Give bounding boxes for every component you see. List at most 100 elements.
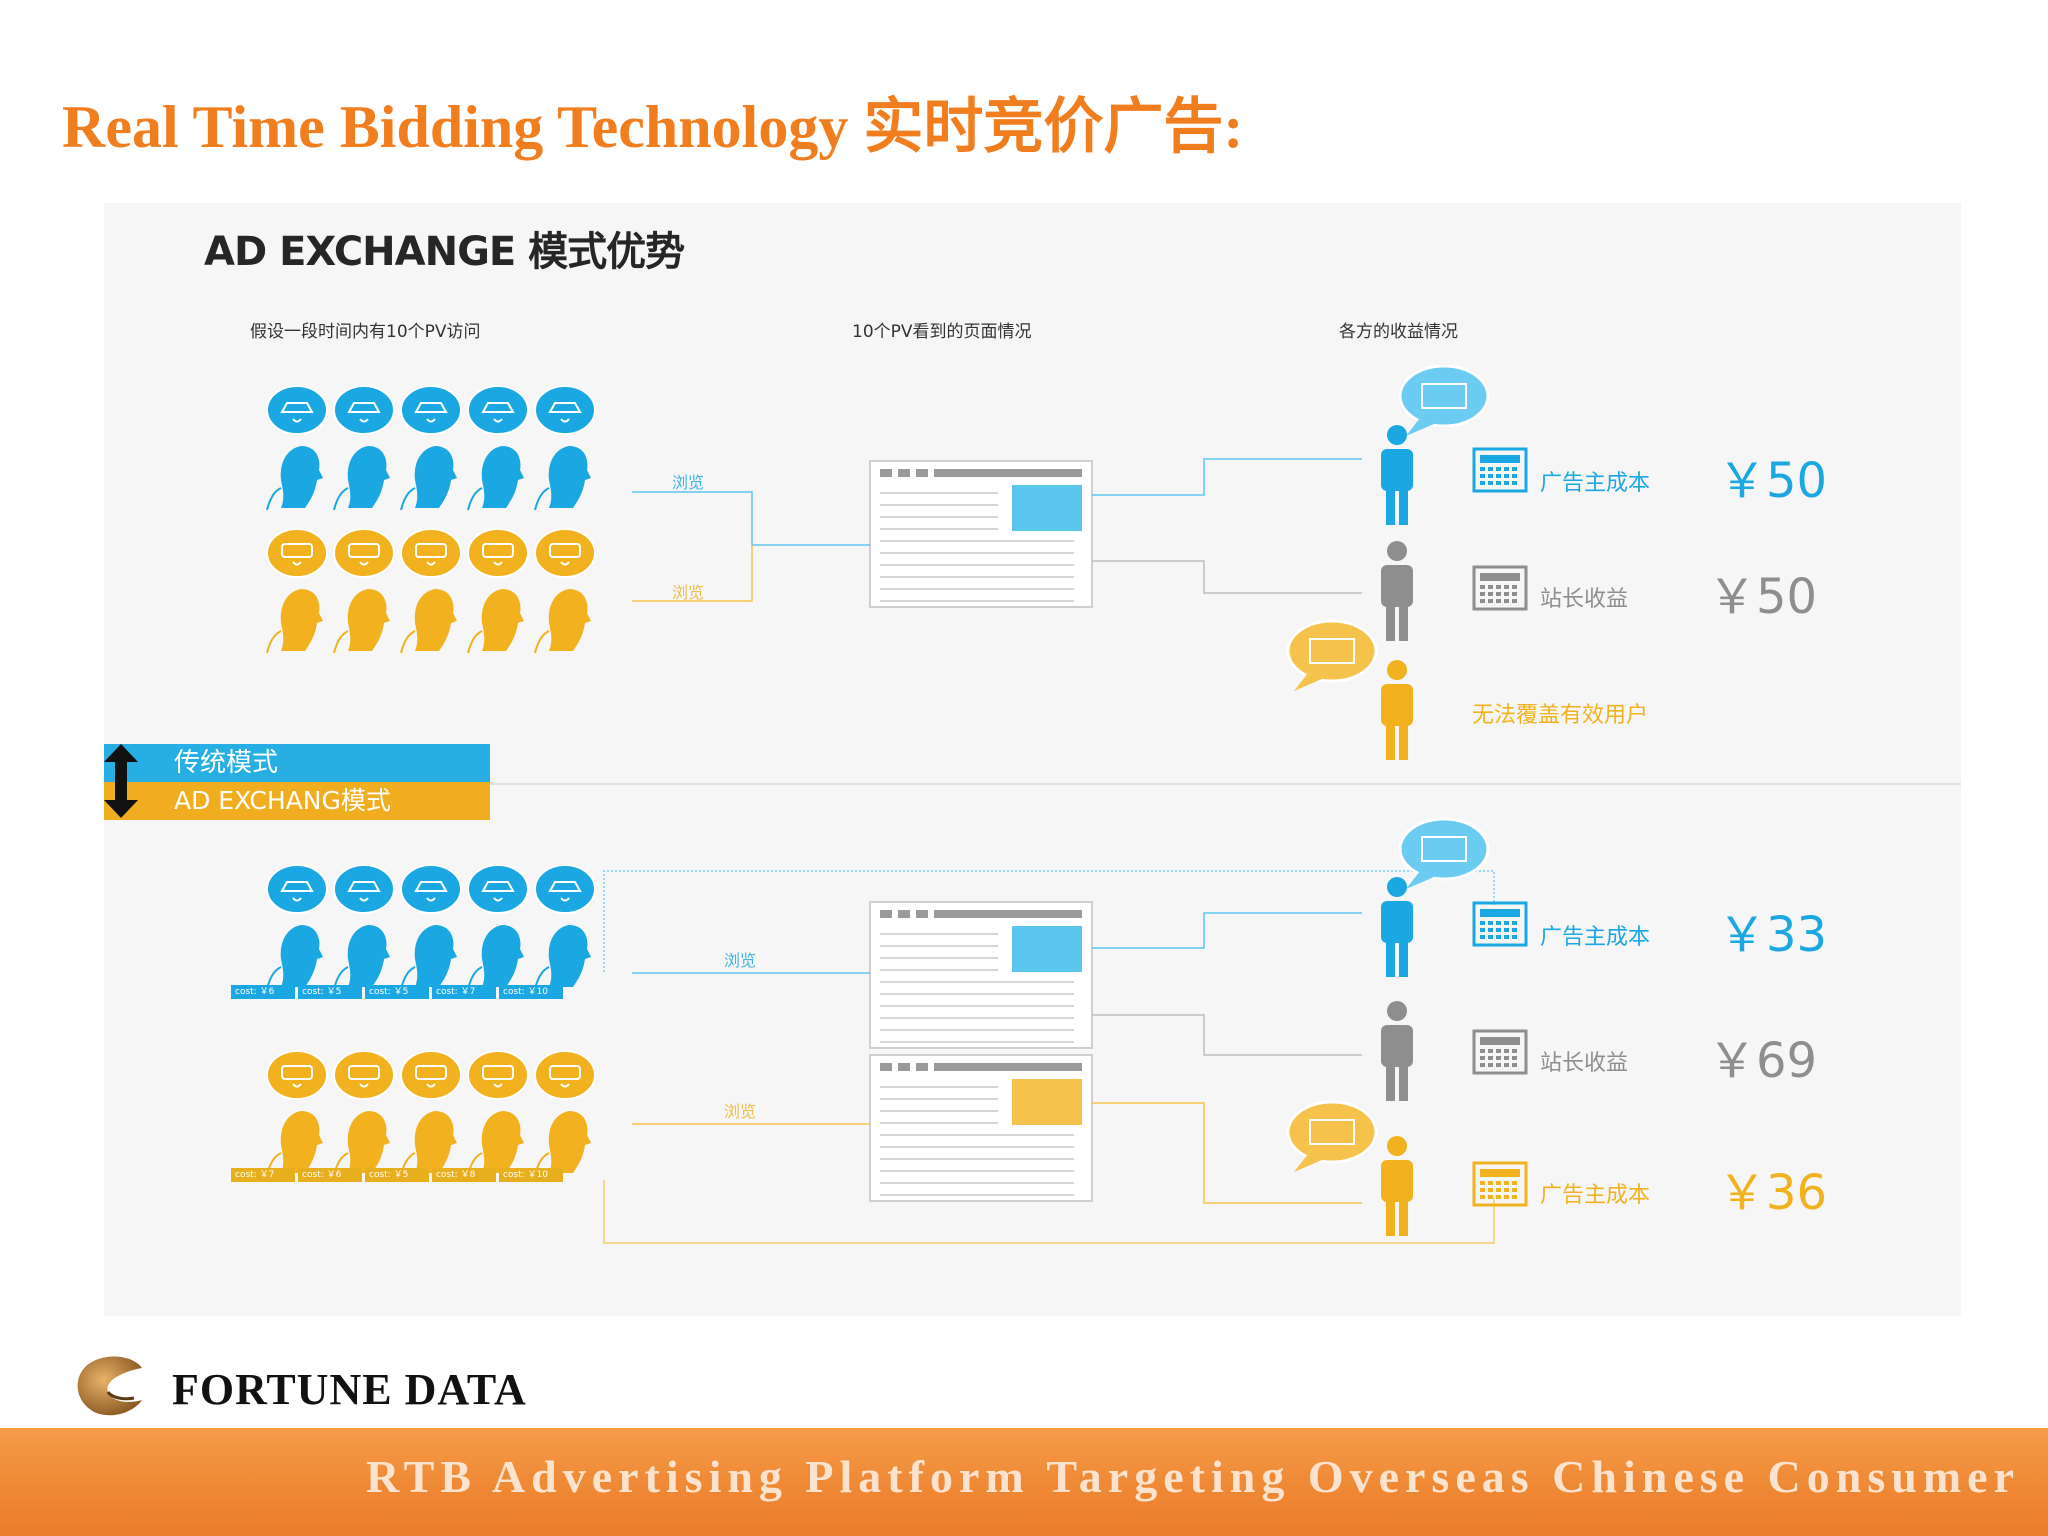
- calc-key: [1480, 928, 1485, 932]
- food-symbol: [348, 1065, 380, 1080]
- mode-legend: 传统模式 AD EXCHANG模式: [104, 744, 490, 820]
- uncovered-user-person-icon: [1381, 660, 1413, 760]
- car-interest-visitor-icon: [400, 864, 462, 990]
- calc-key: [1488, 1181, 1493, 1185]
- head-silhouette: [548, 1111, 591, 1173]
- head-silhouette: [347, 446, 390, 508]
- person-leg: [1399, 1196, 1408, 1236]
- diagram-canvas: [104, 364, 1961, 1244]
- car-interest-visitor-icon: [467, 385, 529, 511]
- heart-symbol: [493, 561, 503, 566]
- thought-bubble: [534, 385, 596, 435]
- food-interest-visitor-icon: [266, 528, 328, 654]
- speech-tail: [1294, 1154, 1322, 1172]
- calc-key: [1504, 935, 1509, 939]
- calc-key: [1504, 1063, 1509, 1067]
- food-interest-visitor-icon: [333, 1050, 395, 1176]
- browse-label-blue-top: 浏览: [672, 473, 705, 492]
- trad-advertiser-cost-label: 广告主成本: [1540, 471, 1651, 496]
- person-leg: [1386, 937, 1395, 977]
- head-silhouette: [414, 446, 457, 508]
- head-silhouette: [280, 925, 323, 987]
- page-ad-slot: [1012, 485, 1082, 531]
- browse-label-yellow-bottom: 浏览: [724, 1102, 757, 1121]
- car-symbol: [414, 402, 448, 413]
- page-header-bar: [934, 910, 1082, 918]
- speech-tail: [1294, 673, 1322, 691]
- cost-chip: cost: ￥6: [298, 1168, 362, 1182]
- calc-key: [1504, 592, 1509, 596]
- speech-bubble: [1286, 619, 1378, 683]
- cost-chip: cost: ￥5: [298, 985, 362, 999]
- heart-symbol: [426, 418, 436, 423]
- adx-food-page-mockup: [869, 1054, 1093, 1202]
- car-interest-visitor-icon: [266, 385, 328, 511]
- person-body: [1381, 449, 1413, 491]
- food-symbol: [348, 543, 380, 558]
- calc-key: [1512, 928, 1517, 932]
- calc-frame: [1472, 565, 1528, 611]
- person-leg: [1386, 720, 1395, 760]
- head-silhouette: [347, 925, 390, 987]
- calc-key: [1488, 921, 1493, 925]
- yellow-cost-row: cost: ￥7 cost: ￥6 cost: ￥5 cost: ￥8 cost…: [231, 1168, 563, 1182]
- calc-key: [1480, 1195, 1485, 1199]
- car-symbol: [1421, 383, 1467, 409]
- person-leg: [1399, 937, 1408, 977]
- thought-bubble: [333, 528, 395, 578]
- calc-key: [1504, 921, 1509, 925]
- head-silhouette: [481, 589, 524, 651]
- person-head: [1387, 1136, 1407, 1156]
- thought-bubble: [467, 528, 529, 578]
- thought-bubble: [333, 864, 395, 914]
- calc-key: [1488, 1056, 1493, 1060]
- head-silhouette: [548, 925, 591, 987]
- head-silhouette: [280, 1111, 323, 1173]
- calc-key: [1512, 467, 1517, 471]
- thought-bubble: [467, 1050, 529, 1100]
- adx-advertiser-b-label: 广告主成本: [1540, 1183, 1651, 1208]
- person-head: [1387, 877, 1407, 897]
- calc-key: [1496, 467, 1501, 471]
- adx-blue-bid-flow: [603, 870, 1495, 972]
- calc-key: [1512, 1181, 1517, 1185]
- food-symbol: [1309, 638, 1355, 664]
- adx-publisher-label: 站长收益: [1540, 1051, 1629, 1076]
- cost-chip: cost: ￥10: [499, 1168, 563, 1182]
- trad-blue-flow: [632, 491, 870, 546]
- cost-chip: cost: ￥5: [365, 985, 429, 999]
- person-body: [1381, 565, 1413, 607]
- adx-advertiser-a-link: [1092, 912, 1362, 949]
- car-interest-visitor-icon: [467, 864, 529, 990]
- thought-bubble: [266, 864, 328, 914]
- cost-chip: cost: ￥6: [231, 985, 295, 999]
- food-interest-visitor-icon: [400, 1050, 462, 1176]
- browse-label-yellow-top: 浏览: [672, 583, 705, 602]
- page-header-bar: [934, 469, 1082, 477]
- shoulder-line: [266, 630, 282, 654]
- person-body: [1381, 901, 1413, 943]
- car-interest-visitor-icon: [400, 385, 462, 511]
- brand-block: FORTUNE DATA: [72, 1352, 632, 1422]
- speech-bubble: [1286, 1100, 1378, 1164]
- adx-advertiser-b-link: [1092, 1102, 1362, 1204]
- calc-key: [1488, 935, 1493, 939]
- calculator-icon: [1472, 1161, 1528, 1207]
- calc-key: [1480, 1181, 1485, 1185]
- adx-yellow-bid-flow: [603, 1180, 1495, 1244]
- car-symbol: [414, 881, 448, 892]
- page-frame: [869, 901, 1093, 1049]
- shoulder-line: [333, 630, 349, 654]
- speech-bubble: [1398, 364, 1490, 428]
- adx-advertiser-b-value: ￥36: [1718, 1165, 1828, 1221]
- food-interest-visitor-icon: [467, 1050, 529, 1176]
- speech-bubble: [1398, 817, 1490, 881]
- page-ad-slot: [1012, 1079, 1082, 1125]
- trad-uncovered-label: 无法覆盖有效用户: [1472, 703, 1649, 728]
- page-dot: [880, 1063, 892, 1071]
- calculator-icon: [1472, 901, 1528, 947]
- thought-bubble: [400, 528, 462, 578]
- car-symbol: [347, 881, 381, 892]
- brand-name: FORTUNE DATA: [172, 1365, 527, 1414]
- shoulder-line: [534, 630, 550, 654]
